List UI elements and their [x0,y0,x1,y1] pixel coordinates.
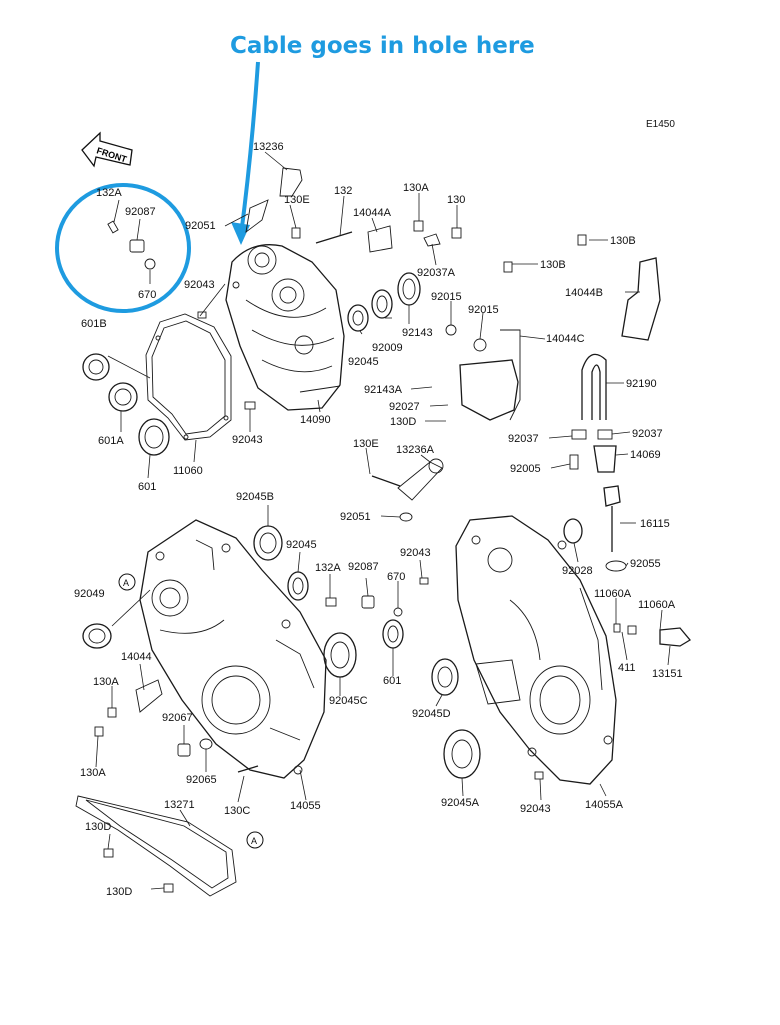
label-92043-bottom: 92043 [520,803,551,815]
label-130e-mid: 130E [353,438,379,450]
case-14055 [139,519,327,779]
label-92045a: 92045A [441,797,480,809]
label-14044: 14044 [121,651,152,663]
label-130b-left: 130B [540,259,566,271]
label-14055: 14055 [290,800,321,812]
label-92045d: 92045D [412,708,451,720]
annotation-text: Cable goes in hole here [230,33,535,59]
label-11060a-left: 11060A [594,588,632,600]
label-92037-right: 92037 [632,428,663,440]
label-130c: 130C [224,805,250,817]
leader-lines [95,151,671,890]
label-92143: 92143 [402,327,433,339]
label-92037-left: 92037 [508,433,539,445]
svg-text:A: A [251,836,257,846]
label-92045-mid: 92045 [286,539,317,551]
label-14044b: 14044B [565,287,603,299]
label-92051-top: 92051 [185,220,216,232]
label-92043-top: 92043 [184,279,215,291]
label-411: 411 [618,662,636,674]
bracket-14044c [459,234,587,421]
dipstick-16115 [603,485,627,572]
shift-parts-middle [371,454,583,585]
highlight-circle [55,183,191,313]
label-130d-bottom: 130D [106,886,132,898]
front-arrow-icon: FRONT [81,131,133,168]
label-670: 670 [138,289,156,301]
label-92190: 92190 [626,378,657,390]
section-mark-a-2: A [246,831,264,849]
label-14069: 14069 [630,449,661,461]
annotation-arrow [231,61,260,245]
label-92028: 92028 [562,565,593,577]
label-92015-b: 92015 [468,304,499,316]
label-92065: 92065 [186,774,217,786]
label-130d-top: 130D [390,416,416,428]
label-11060a-right: 11060A [638,599,676,611]
label-13236a: 13236A [396,444,435,456]
label-11060: 11060 [173,465,203,477]
label-670-mid: 670 [387,571,405,583]
label-92045-top: 92045 [348,356,379,368]
label-130d-mid: 130D [85,821,111,833]
label-92051-mid: 92051 [340,511,371,523]
label-92045b: 92045B [236,491,274,503]
label-92087-mid: 92087 [348,561,379,573]
label-130a-bottom: 130A [80,767,106,779]
label-13271: 13271 [164,799,195,811]
label-92087: 92087 [125,206,156,218]
label-92015-a: 92015 [431,291,462,303]
label-14044a: 14044A [353,207,392,219]
label-13236: 13236 [253,141,284,153]
diagram-code: E1450 [646,119,675,130]
label-16115: 16115 [640,518,670,530]
label-132: 132 [334,185,352,197]
section-mark-a-1: A [118,573,136,591]
svg-text:A: A [123,578,129,588]
bracket-14044b [621,257,661,341]
label-92067: 92067 [162,712,193,724]
label-92043-mid: 92043 [232,434,263,446]
label-14044c: 14044C [546,333,585,345]
label-92043-mid2: 92043 [400,547,431,559]
label-92009: 92009 [372,342,403,354]
label-92027: 92027 [389,401,420,413]
bearings-upper-left [82,353,170,456]
label-92049: 92049 [74,588,105,600]
label-130e: 130E [284,194,310,206]
label-601-mid: 601 [383,675,401,687]
label-130a-left: 130A [93,676,119,688]
label-13151: 13151 [652,668,683,680]
part-labels: 132A 92087 670 13236 130E 132 130A 130 1… [74,141,683,898]
gasket-11060 [145,313,232,441]
label-601b: 601B [81,318,107,330]
label-130-top: 130 [447,194,465,206]
label-601a: 601A [98,435,124,447]
label-14090: 14090 [300,414,331,426]
label-130a-top: 130A [403,182,429,194]
label-601-top: 601 [138,481,156,493]
label-92037a: 92037A [417,267,456,279]
gasket-13271 [75,795,237,897]
label-132a: 132A [96,187,122,199]
label-92005: 92005 [510,463,541,475]
label-132a-mid: 132A [315,562,341,574]
cover-14090 [225,244,345,411]
label-92143a: 92143A [364,384,403,396]
label-14055a: 14055A [585,799,624,811]
hose-92190 [571,353,617,473]
label-92045c: 92045C [329,695,368,707]
label-130b-right: 130B [610,235,636,247]
case-14055a [455,515,617,785]
label-92055: 92055 [630,558,661,570]
small-parts-lower-right [431,623,691,780]
